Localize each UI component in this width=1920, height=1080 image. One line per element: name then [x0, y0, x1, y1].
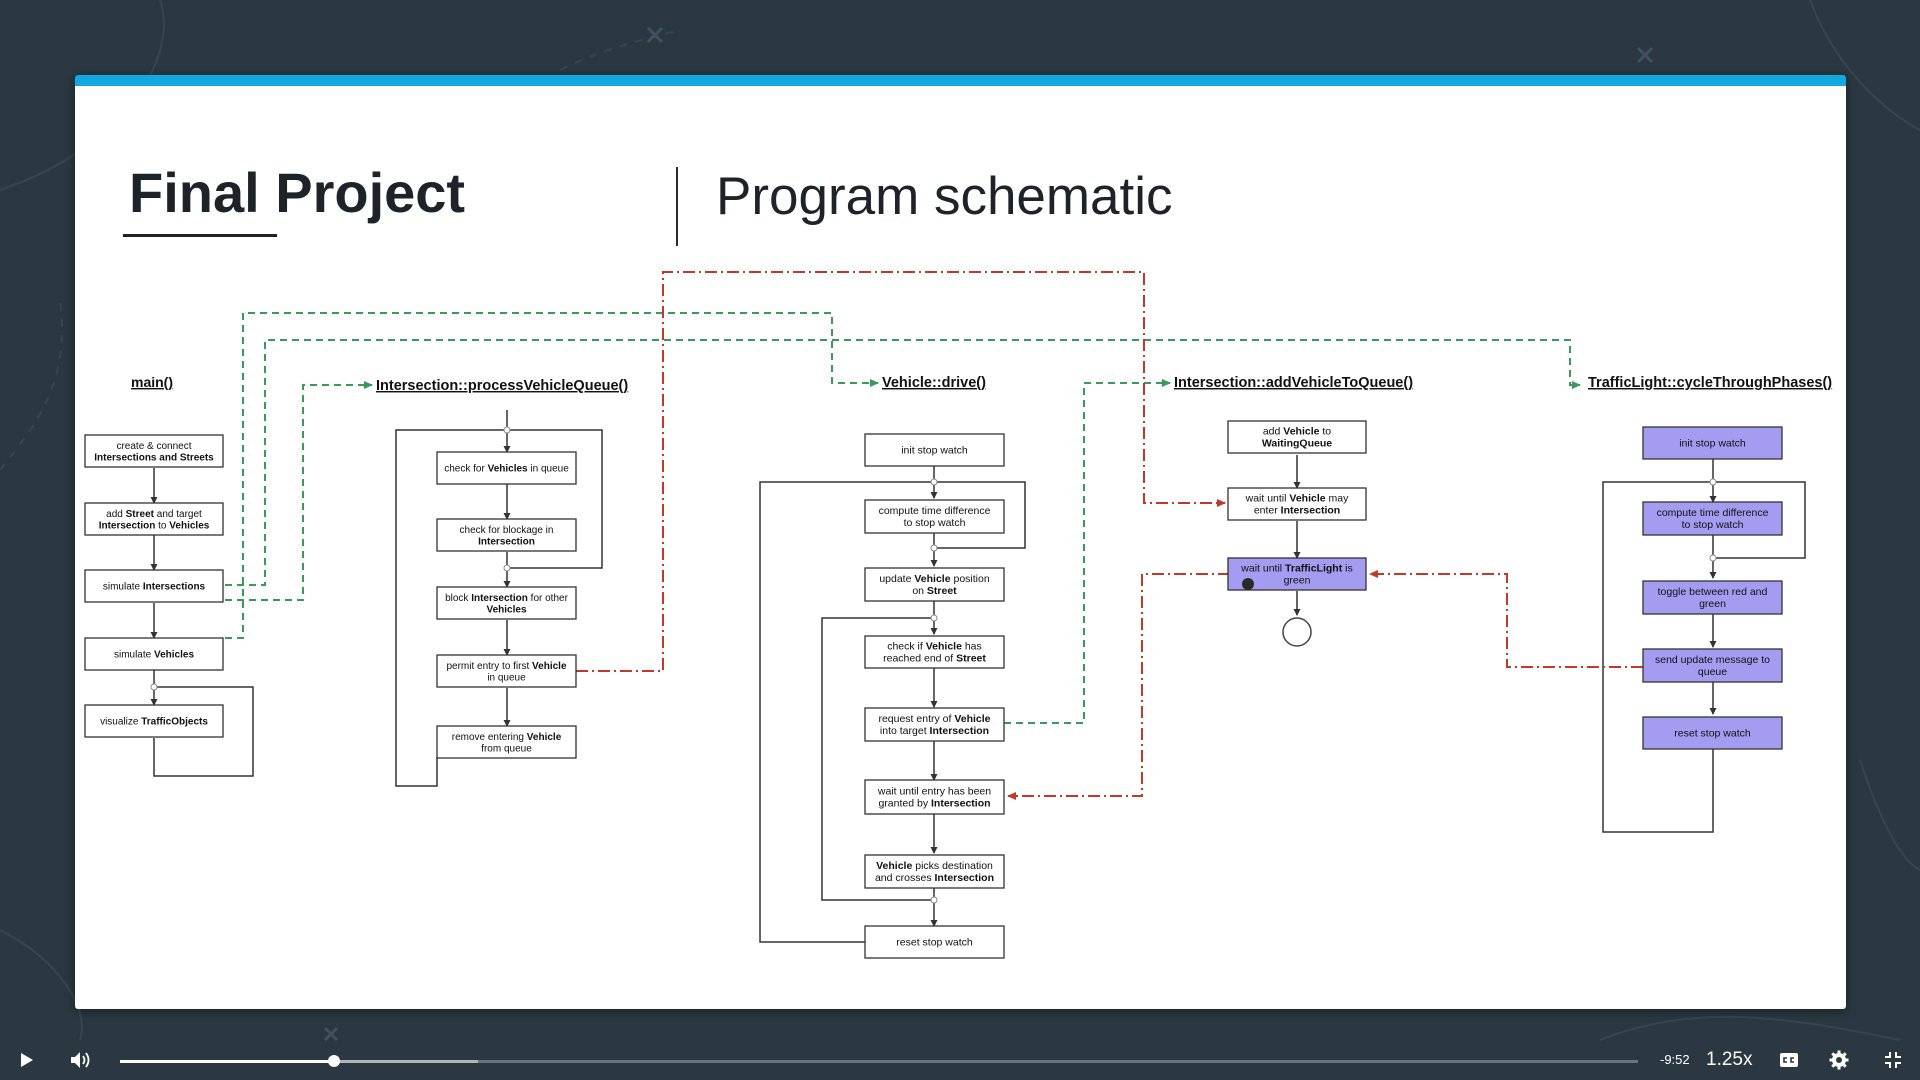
title-underline — [123, 234, 277, 237]
play-button[interactable] — [12, 1040, 42, 1080]
slide-subtitle: Program schematic — [716, 167, 1173, 226]
function-label-main: main() — [131, 374, 173, 390]
flow-box-reset-stop-watch: reset stop watch — [864, 925, 1005, 959]
slide — [75, 75, 1846, 1009]
flow-box-init-stop-watch-light: init stop watch — [1642, 426, 1783, 460]
svg-text:visualize TrafficObjects: visualize TrafficObjects — [100, 717, 208, 728]
svg-text:simulate Vehicles: simulate Vehicles — [114, 650, 194, 661]
volume-icon — [71, 1052, 90, 1068]
svg-text:init stop watch: init stop watch — [901, 445, 968, 457]
function-label-process-vehicle-queue: Intersection::processVehicleQueue() — [376, 378, 628, 394]
playback-speed-button[interactable]: 1.25x — [1706, 1049, 1753, 1070]
svg-text:reset stop watch: reset stop watch — [1674, 728, 1751, 740]
gear-icon — [1829, 1050, 1849, 1070]
video-controls: -9:52 1.25x — [0, 1040, 1920, 1080]
function-label-add-vehicle-to-queue: Intersection::addVehicleToQueue() — [1174, 375, 1413, 391]
settings-button[interactable] — [1826, 1040, 1852, 1080]
volume-button[interactable] — [64, 1040, 98, 1080]
play-icon — [21, 1053, 33, 1067]
svg-text:check for Vehicles in queue: check for Vehicles in queue — [444, 464, 569, 475]
flow-box-simulate-vehicles: simulate Vehicles — [84, 637, 224, 671]
played-bar — [120, 1060, 335, 1063]
svg-text:reset stop watch: reset stop watch — [896, 937, 973, 949]
progress-bar[interactable] — [120, 1055, 1638, 1067]
exit-fullscreen-icon — [1885, 1052, 1901, 1068]
captions-button[interactable] — [1776, 1040, 1802, 1080]
cursor-dot — [1242, 578, 1254, 590]
flow-box-reset-stop-watch-light: reset stop watch — [1642, 716, 1783, 750]
slide-title: Final Project — [129, 161, 466, 224]
svg-text:init stop watch: init stop watch — [1679, 438, 1746, 450]
flow-box-check-vehicles: check for Vehicles in queue — [436, 451, 577, 485]
function-label-cycle-through-phases: TrafficLight::cycleThroughPhases() — [1588, 375, 1832, 391]
process-queue-flow: check for Vehicles in queue check for bl… — [436, 451, 577, 759]
captions-icon — [1780, 1053, 1798, 1067]
flow-box-visualize-traffic-objects: visualize TrafficObjects — [84, 704, 224, 738]
title-divider — [676, 167, 678, 246]
fullscreen-button[interactable] — [1880, 1040, 1906, 1080]
function-label-vehicle-drive: Vehicle::drive() — [882, 375, 986, 391]
svg-text:simulate Intersections: simulate Intersections — [103, 582, 206, 593]
time-remaining: -9:52 — [1660, 1052, 1690, 1067]
progress-handle[interactable] — [328, 1055, 341, 1067]
flow-box-simulate-intersections: simulate Intersections — [84, 569, 224, 603]
flow-box-init-stop-watch: init stop watch — [864, 433, 1005, 467]
end-node — [1282, 617, 1312, 647]
